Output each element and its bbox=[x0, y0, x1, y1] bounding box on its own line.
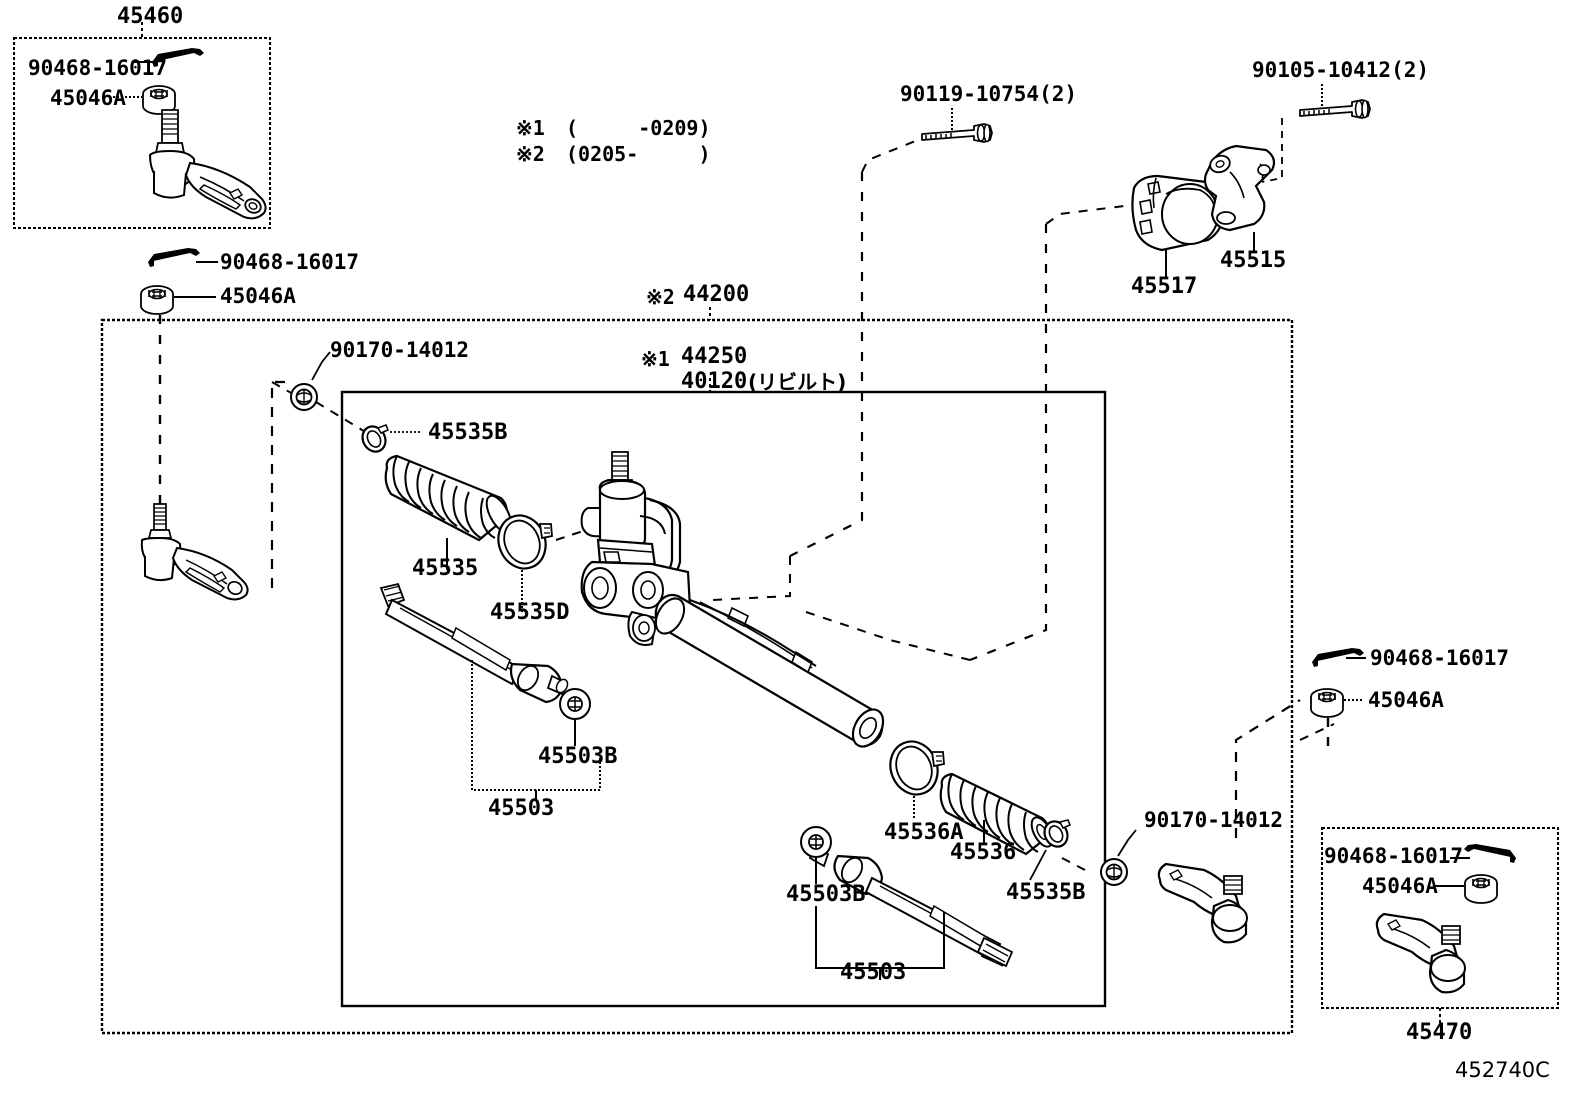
label-45460: 45460 bbox=[117, 4, 184, 29]
label-44250: 44250 bbox=[681, 344, 748, 369]
note-2-marker: ※2 bbox=[516, 142, 545, 166]
label-45046A-box-left: 45046A bbox=[50, 86, 126, 110]
label-44250-marker: ※1 bbox=[641, 347, 670, 371]
label-45517: 45517 bbox=[1131, 274, 1198, 299]
label-90119-10754: 90119-10754(2) bbox=[900, 82, 1078, 106]
label-45535: 45535 bbox=[412, 556, 479, 581]
label-90468-16017-box-right: 90468-16017 bbox=[1324, 844, 1464, 868]
label-45503-upper: 45503 bbox=[488, 796, 555, 821]
label-45470: 45470 bbox=[1406, 1020, 1473, 1045]
label-45536: 45536 bbox=[950, 840, 1017, 865]
label-44200: 44200 bbox=[683, 282, 750, 307]
note-2-text: (0205- ) bbox=[566, 142, 711, 166]
note-1-marker: ※1 bbox=[516, 116, 545, 140]
label-45503B-lower: 45503B bbox=[786, 882, 866, 907]
label-45046A-outer-right: 45046A bbox=[1368, 688, 1444, 712]
label-90468-16017-box-left: 90468-16017 bbox=[28, 56, 168, 80]
label-45535B-right: 45535B bbox=[1006, 880, 1086, 905]
label-45536A: 45536A bbox=[884, 820, 964, 845]
label-90105-10412: 90105-10412(2) bbox=[1252, 58, 1430, 82]
label-45535B-left: 45535B bbox=[428, 420, 508, 445]
label-40120: 40120 bbox=[681, 369, 748, 394]
label-45046A-outer-left: 45046A bbox=[220, 284, 296, 308]
label-90468-16017-outer-left: 90468-16017 bbox=[220, 250, 360, 274]
note-1-text: ( -0209) bbox=[566, 116, 711, 140]
label-45535D: 45535D bbox=[490, 600, 570, 625]
label-40120-rebuilt: (リビルト) bbox=[748, 370, 847, 394]
label-45515: 45515 bbox=[1220, 248, 1287, 273]
label-45503-lower: 45503 bbox=[840, 960, 907, 985]
label-90170-14012-left: 90170-14012 bbox=[330, 338, 470, 362]
label-45046A-box-right: 45046A bbox=[1362, 874, 1438, 898]
label-90170-14012-right: 90170-14012 bbox=[1144, 808, 1284, 832]
label-44200-marker: ※2 bbox=[646, 285, 675, 309]
label-90468-16017-outer-right: 90468-16017 bbox=[1370, 646, 1510, 670]
label-45503B-upper: 45503B bbox=[538, 744, 618, 769]
drawing-code: 452740C bbox=[1455, 1058, 1550, 1082]
